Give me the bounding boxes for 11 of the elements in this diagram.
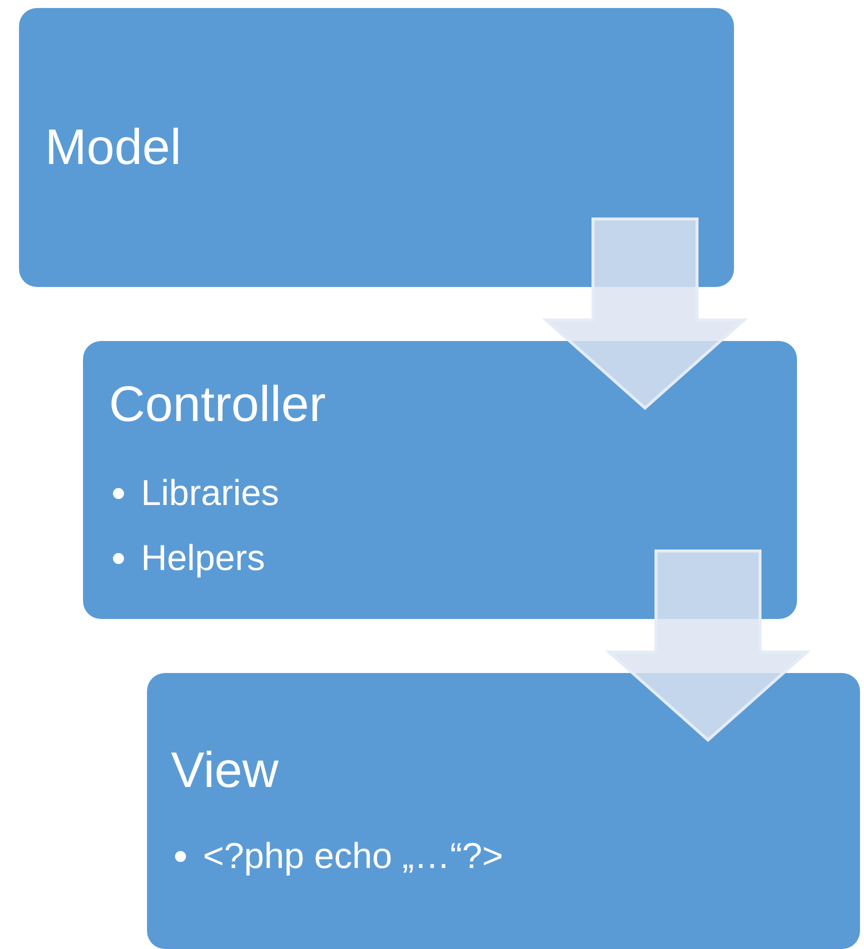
bullet-text: Libraries xyxy=(141,472,280,513)
block-arrow xyxy=(542,218,748,410)
process-box xyxy=(19,8,734,287)
bullet-text: <?php echo „…“?> xyxy=(203,835,504,876)
box-heading: View xyxy=(171,743,278,798)
block-arrow xyxy=(605,550,811,742)
box-heading: Controller xyxy=(109,377,326,432)
process-box xyxy=(147,673,860,949)
box-heading: Model xyxy=(45,120,182,175)
process-box xyxy=(83,341,797,619)
bullet-text: Helpers xyxy=(141,537,266,578)
